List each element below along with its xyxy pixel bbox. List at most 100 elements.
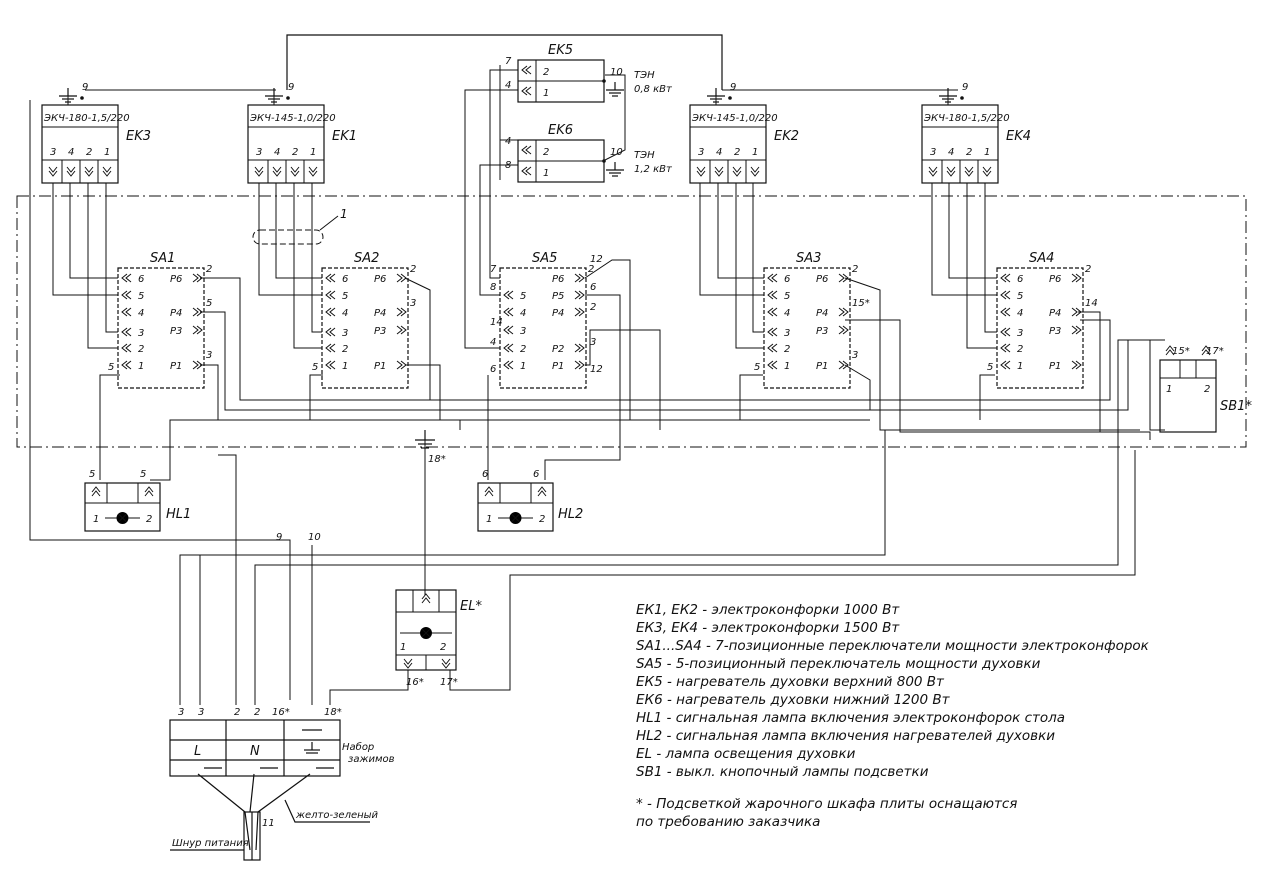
- wire-9-label: 9: [276, 532, 282, 543]
- switch-left-num: 4: [490, 337, 496, 348]
- switch-right-pin: P6: [170, 274, 182, 285]
- terminal-top-18: 18*: [324, 707, 342, 718]
- hotplate-pin-label: 1: [752, 147, 758, 158]
- switch-in-num: 5: [987, 362, 993, 373]
- switch-left-pin: 2: [1017, 344, 1023, 355]
- lamp-pin: 1: [93, 514, 99, 525]
- hotplate-model: ЭКЧ-180-1,5/220: [43, 113, 130, 124]
- switch-left-num: 14: [490, 317, 503, 328]
- lamp-pin: 2: [146, 514, 152, 525]
- legend-line: HL2 - сигнальная лампа включения нагрева…: [636, 728, 1055, 744]
- switch-right-num: 3: [590, 337, 596, 348]
- wire-10-label: 10: [308, 532, 321, 543]
- heater-pin: 2: [543, 147, 549, 158]
- hotplate-pin-label: 4: [68, 147, 74, 158]
- legend-line: SB1 - выкл. кнопочный лампы подсветки: [636, 764, 929, 780]
- switch-right-num: 12: [590, 254, 603, 265]
- earth-symbol-oven: [415, 430, 435, 449]
- lamp-id: HL1: [166, 507, 191, 522]
- hotplate-pin-label: 4: [716, 147, 722, 158]
- button-pin: 2: [1204, 384, 1210, 395]
- switch-left-pin: 5: [520, 291, 526, 302]
- footnote-line: * - Подсветкой жарочного шкафа плиты осн…: [636, 796, 1017, 812]
- switch-right-pin: P3: [170, 326, 182, 337]
- switch-out-num: 2: [206, 264, 212, 275]
- switch-left-pin: 6: [784, 274, 790, 285]
- switch-out-num: 2: [410, 264, 416, 275]
- heater-type: ТЭН: [634, 150, 655, 161]
- hotplate-earth-pin: 9: [288, 82, 294, 93]
- heater-id: EK6: [548, 123, 573, 138]
- hotplate-pin-label: 2: [292, 147, 298, 158]
- lamp-pin: 2: [440, 642, 446, 653]
- switch-left-num: 8: [490, 282, 496, 293]
- legend-line: ЕК1, ЕК2 - электроконфорки 1000 Вт: [636, 602, 900, 618]
- cord-number: 11: [262, 818, 275, 829]
- hotplate-earth-pin: 9: [962, 82, 968, 93]
- heater-wire-num: 7: [505, 56, 512, 67]
- switch-right-pin: P4: [374, 308, 386, 319]
- heater-power: 0,8 кВт: [634, 84, 673, 95]
- hotplate-id: EK1: [332, 129, 357, 144]
- hotplate-pin-label: 1: [310, 147, 316, 158]
- hotplate-id: EK4: [1006, 129, 1031, 144]
- terminal-N-label: N: [250, 744, 260, 759]
- switch-left-pin: 4: [520, 308, 526, 319]
- hotplate-model: ЭКЧ-145-1,0/220: [249, 113, 336, 124]
- switch-left-pin: 3: [342, 328, 348, 339]
- switch-left-pin: 2: [138, 344, 144, 355]
- switch-left-pin: 1: [520, 361, 526, 372]
- switch-left-pin: 4: [784, 308, 790, 319]
- switch-left-pin: 4: [1017, 308, 1023, 319]
- switch-left-pin: 4: [138, 308, 144, 319]
- oven-earth-wire-label: 18*: [428, 454, 446, 465]
- switch-left-pin: 1: [138, 361, 144, 372]
- lamp-pin: 1: [400, 642, 406, 653]
- legend-line: EL - лампа освещения духовки: [636, 746, 856, 762]
- switch-in-num: 5: [312, 362, 318, 373]
- lamp-pin: 2: [539, 514, 545, 525]
- button-pin: 1: [1166, 384, 1172, 395]
- wiring-switch-outputs: [99, 65, 1165, 705]
- svg-text:1: 1: [340, 207, 348, 221]
- switch-right-pin: P3: [1049, 326, 1061, 337]
- switch-left-pin: 5: [342, 291, 348, 302]
- switch-left-pin: 6: [342, 274, 348, 285]
- cooker-enclosure-outline: [16, 195, 1247, 448]
- switch-id: SA2: [354, 251, 379, 266]
- switch-in-num: 5: [108, 362, 114, 373]
- switch-id: SA5: [532, 251, 557, 266]
- hotplate-pin-label: 1: [104, 147, 110, 158]
- heater-power: 1,2 кВт: [634, 164, 673, 175]
- switch-left-pin: 3: [1017, 328, 1023, 339]
- hotplate-pin-label: 4: [948, 147, 954, 158]
- heater-type: ТЭН: [634, 70, 655, 81]
- switch-right-num: 6: [590, 282, 596, 293]
- terminal-top-3b: 3: [198, 707, 204, 718]
- switch-out-num: 3: [410, 298, 416, 309]
- switch-left-pin: 6: [1017, 274, 1023, 285]
- button-top-pin: 17*: [1206, 346, 1224, 357]
- switch-left-pin: 1: [342, 361, 348, 372]
- lamp-bottom-pin: 17*: [440, 677, 458, 688]
- button-id: SB1*: [1220, 399, 1252, 414]
- heater-pin: 1: [543, 168, 549, 179]
- lamp-id: HL2: [558, 507, 583, 522]
- switch-left-pin: 3: [784, 328, 790, 339]
- footnote: * - Подсветкой жарочного шкафа плиты осн…: [636, 796, 1017, 830]
- footnote-line: по требованию заказчика: [636, 814, 820, 830]
- switch-left-num: 7: [490, 264, 497, 275]
- switch-right-pin: P3: [374, 326, 386, 337]
- terminal-block: [169, 719, 370, 861]
- switch-left-num: 6: [490, 364, 496, 375]
